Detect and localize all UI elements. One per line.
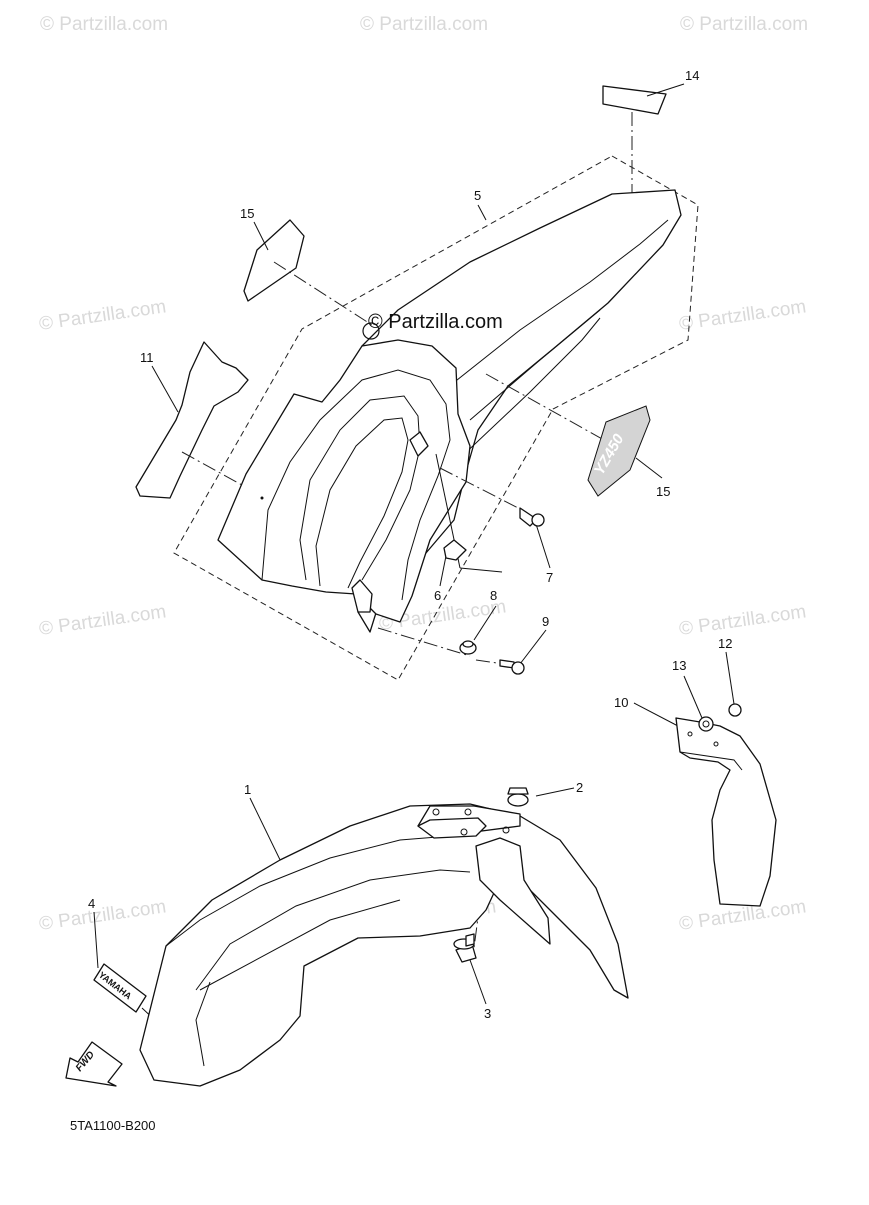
diagram-code: 5TA1100-B200 — [70, 1118, 156, 1133]
part-14-label — [602, 85, 667, 115]
centerline — [273, 261, 373, 326]
part-7-bolt — [519, 507, 545, 527]
callout-labels: 14 5 15 11 15 7 6 8 9 12 13 10 1 2 3 4 — [88, 68, 732, 1021]
part-15-yz-decal: YZ450 — [587, 405, 651, 497]
callout-9: 9 — [542, 614, 549, 629]
fwd-arrow-icon: FWD — [65, 1041, 123, 1087]
callout-2: 2 — [576, 780, 583, 795]
inner-guard — [217, 339, 471, 623]
watermark-text: © Partzilla.com — [678, 296, 808, 335]
watermark-text: © Partzilla.com — [680, 14, 808, 35]
center-watermark: © Partzilla.com — [362, 311, 503, 340]
assembly-lines — [377, 373, 605, 949]
part-6-nut — [443, 539, 467, 561]
callout-7: 7 — [546, 570, 553, 585]
callout-6: 6 — [434, 588, 441, 603]
part-4-yamaha-decal: YAMAHA — [93, 963, 147, 1013]
watermark-text: © Partzilla.com — [38, 896, 168, 935]
callout-4: 4 — [88, 896, 95, 911]
watermark-text: © Partzilla.com — [40, 14, 168, 35]
center-watermark-text: © Partzilla.com — [368, 311, 503, 333]
callout-10: 10 — [614, 695, 628, 710]
part-2-nut — [507, 787, 529, 807]
watermark-text: © Partzilla.com — [360, 14, 488, 35]
callout-3: 3 — [484, 1006, 491, 1021]
callout-8: 8 — [490, 588, 497, 603]
callout-15-upper: 15 — [240, 206, 254, 221]
callout-11: 11 — [140, 350, 154, 365]
callout-12: 12 — [718, 636, 732, 651]
callout-1: 1 — [244, 782, 251, 797]
watermark-text: © Partzilla.com — [38, 296, 168, 335]
part-12-screw — [728, 703, 742, 717]
part-9-bolt — [499, 659, 525, 675]
part-15-side-decal — [243, 219, 305, 302]
callout-15-right: 15 — [656, 484, 670, 499]
callout-5: 5 — [474, 188, 481, 203]
watermark-text: © Partzilla.com — [38, 601, 168, 640]
part-1-front-fender — [139, 803, 629, 1087]
part-3-bolt — [453, 933, 477, 963]
callout-13: 13 — [672, 658, 686, 673]
part-10-rear-guard — [675, 717, 777, 907]
watermark-text: © Partzilla.com — [678, 601, 808, 640]
assembly-outline — [173, 155, 699, 681]
part-11-side-panel — [135, 341, 249, 499]
part-8-collar — [459, 640, 477, 655]
part-13-washer — [698, 716, 714, 732]
callout-14: 14 — [685, 68, 699, 83]
